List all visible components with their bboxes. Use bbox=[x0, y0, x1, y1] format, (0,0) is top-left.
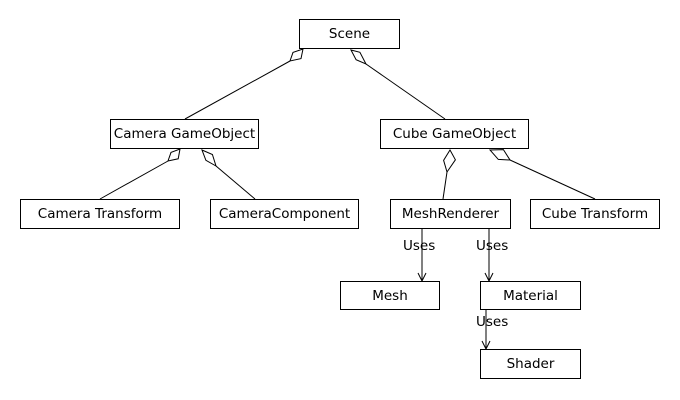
node-scene[interactable]: Scene bbox=[299, 19, 400, 49]
node-camera-component[interactable]: CameraComponent bbox=[210, 199, 359, 229]
edge-camera-transform bbox=[99, 148, 181, 200]
aggregation-diamond-icon bbox=[350, 49, 368, 66]
uses-label-material: Uses bbox=[476, 238, 509, 254]
edge-scene-camera bbox=[184, 48, 304, 120]
aggregation-diamond-icon bbox=[443, 149, 456, 174]
uses-label-mesh: Uses bbox=[403, 238, 436, 254]
aggregation-diamond-icon bbox=[167, 148, 181, 162]
edge-cube-transform bbox=[488, 149, 596, 200]
node-mesh[interactable]: Mesh bbox=[340, 281, 440, 310]
node-shader[interactable]: Shader bbox=[480, 349, 581, 379]
aggregation-diamond-icon bbox=[488, 149, 511, 161]
node-cube-gameobject[interactable]: Cube GameObject bbox=[380, 119, 529, 149]
node-camera-gameobject[interactable]: Camera GameObject bbox=[110, 119, 259, 149]
aggregation-diamond-icon bbox=[289, 48, 304, 62]
node-cube-transform[interactable]: Cube Transform bbox=[530, 199, 660, 229]
node-mesh-renderer[interactable]: MeshRenderer bbox=[390, 199, 511, 229]
edge-scene-cube bbox=[350, 49, 446, 120]
edge-camera-component bbox=[201, 149, 256, 200]
node-camera-transform[interactable]: Camera Transform bbox=[20, 199, 180, 229]
aggregation-diamond-icon bbox=[201, 149, 217, 168]
edge-cube-meshrenderer bbox=[442, 149, 456, 200]
node-material[interactable]: Material bbox=[480, 281, 581, 310]
uses-label-shader: Uses bbox=[476, 314, 509, 330]
